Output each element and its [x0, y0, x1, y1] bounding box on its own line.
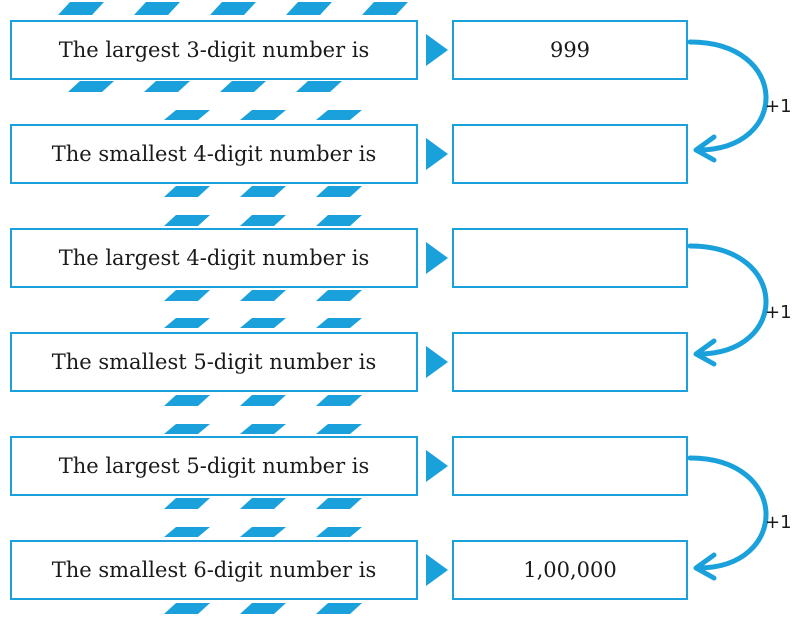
curved-arrow-icon: [687, 39, 769, 153]
stripe: [164, 395, 210, 406]
stripe: [316, 318, 362, 328]
arrowhead-icon: [693, 552, 717, 581]
stripe: [240, 424, 286, 434]
stripe: [240, 498, 286, 509]
plus-one-label: +1: [765, 512, 792, 533]
stripe: [164, 290, 210, 301]
number-row: The largest 5-digit number is: [0, 436, 800, 496]
stripe: [240, 186, 286, 197]
stripe: [240, 527, 286, 537]
number-row: The smallest 4-digit number is: [0, 124, 800, 184]
stripe: [316, 424, 362, 434]
stripe: [164, 498, 210, 509]
stripe: [164, 527, 210, 537]
stripe: [164, 215, 210, 226]
stripe: [316, 603, 362, 614]
stripe: [164, 603, 210, 614]
curved-arrow-icon: [687, 243, 769, 357]
chevron-right-icon: [426, 554, 448, 586]
stripe: [316, 498, 362, 509]
number-row: The largest 3-digit number is 999: [0, 20, 800, 80]
chevron-right-icon: [426, 34, 448, 66]
plus-one-label: +1: [765, 302, 792, 323]
stripe: [240, 290, 286, 301]
stripe: [164, 110, 210, 120]
stripe: [164, 318, 210, 328]
stripe: [164, 186, 210, 197]
stripe: [296, 81, 342, 92]
stripe: [68, 81, 114, 92]
chevron-right-icon: [426, 138, 448, 170]
number-row: The smallest 5-digit number is: [0, 332, 800, 392]
stripe: [240, 215, 286, 226]
number-row: The largest 4-digit number is: [0, 228, 800, 288]
row-label: The largest 3-digit number is: [10, 20, 418, 80]
plus-one-label: +1: [765, 96, 792, 117]
answer-field[interactable]: 1,00,000: [452, 540, 688, 600]
stripe: [58, 2, 104, 15]
number-row: The smallest 6-digit number is 1,00,000: [0, 540, 800, 600]
row-label: The smallest 5-digit number is: [10, 332, 418, 392]
chevron-right-icon: [426, 450, 448, 482]
chevron-right-icon: [426, 242, 448, 274]
stripe: [316, 527, 362, 537]
stripe: [240, 318, 286, 328]
arrowhead-icon: [693, 338, 717, 367]
row-label: The smallest 4-digit number is: [10, 124, 418, 184]
stripe: [210, 2, 256, 15]
chevron-right-icon: [426, 346, 448, 378]
stripe: [316, 215, 362, 226]
stripe: [286, 2, 332, 15]
row-label: The largest 4-digit number is: [10, 228, 418, 288]
stripe: [134, 2, 180, 15]
stripe: [240, 395, 286, 406]
curved-arrow-icon: [687, 455, 769, 571]
stripe: [240, 603, 286, 614]
stripe: [316, 395, 362, 406]
stripe: [240, 110, 286, 120]
row-label: The smallest 6-digit number is: [10, 540, 418, 600]
stripe-group: [58, 2, 408, 614]
answer-field[interactable]: [452, 124, 688, 184]
row-label: The largest 5-digit number is: [10, 436, 418, 496]
stripe: [220, 81, 266, 92]
arrowhead-icon: [693, 134, 717, 163]
answer-field[interactable]: [452, 436, 688, 496]
stripe: [164, 424, 210, 434]
answer-field[interactable]: [452, 332, 688, 392]
stripe: [316, 290, 362, 301]
stripe: [316, 186, 362, 197]
stripe: [316, 110, 362, 120]
stripe: [144, 81, 190, 92]
answer-field[interactable]: 999: [452, 20, 688, 80]
stripe: [362, 2, 408, 15]
answer-field[interactable]: [452, 228, 688, 288]
